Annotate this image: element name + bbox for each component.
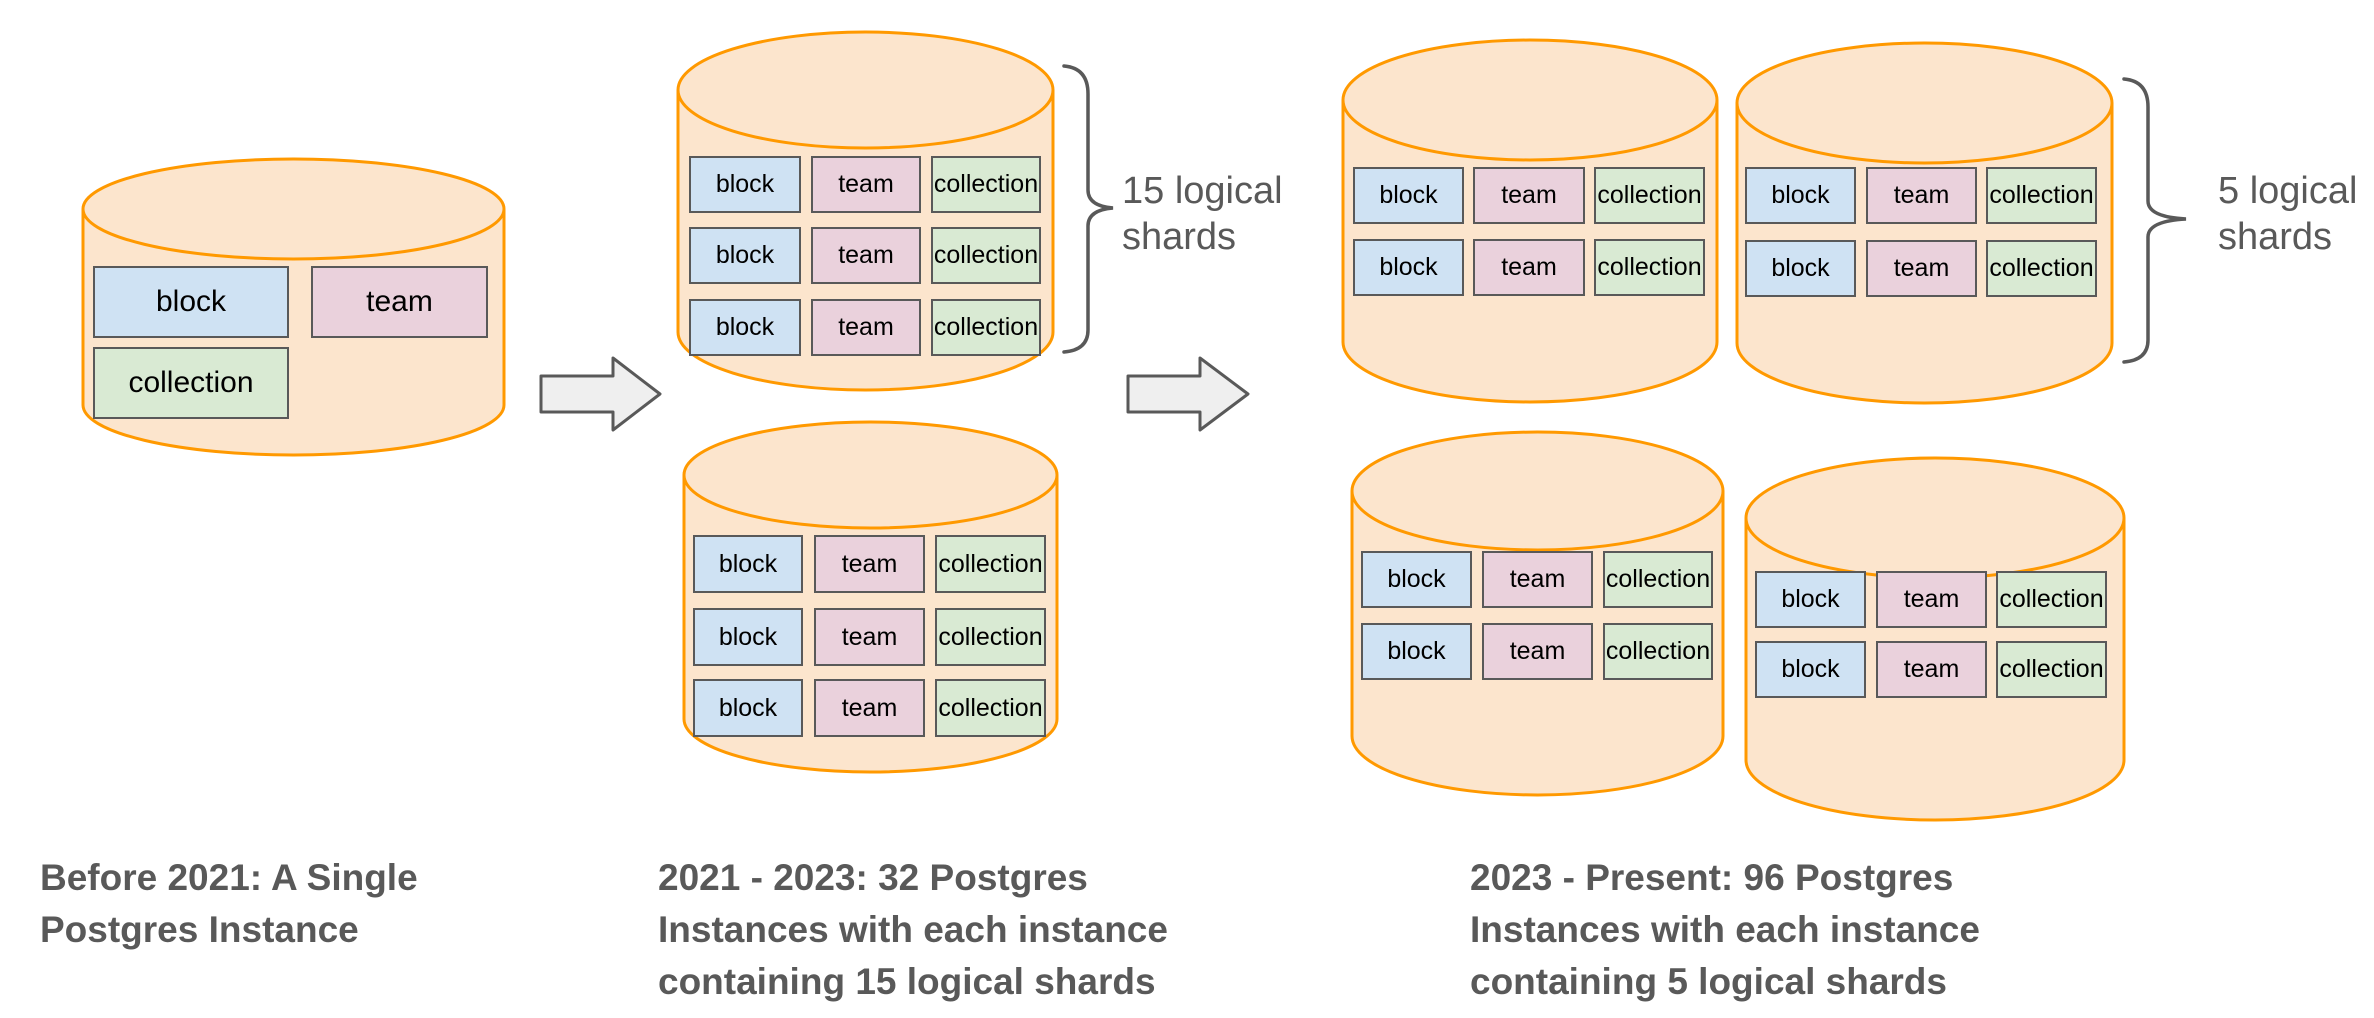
stage-caption-2021-2023: 2021 - 2023: 32 Postgres Instances with … <box>658 857 1168 1002</box>
shards-count-label: 5 logical shards <box>2218 170 2358 258</box>
shard-table-box-team: team <box>1482 623 1593 680</box>
shard-table-box-team: team <box>811 227 921 284</box>
stage-caption-2023-present: 2023 - Present: 96 Postgres Instances wi… <box>1470 857 1980 1002</box>
shard-table-box-team: team <box>1482 551 1593 608</box>
shard-table-box-block: block <box>693 679 803 737</box>
shard-table-box-block: block <box>1361 551 1472 608</box>
shard-table-box-team: team <box>1473 239 1585 296</box>
shard-table-box-collection: collection <box>1996 571 2107 628</box>
shard-table-box-collection: collection <box>931 299 1041 356</box>
shard-table-box-block: block <box>689 227 801 284</box>
shard-table-box-team: team <box>814 535 925 593</box>
shard-table-box-team: team <box>1866 167 1977 224</box>
transition-arrow-icon <box>539 356 662 432</box>
shard-table-box-block: block <box>1361 623 1472 680</box>
transition-arrow-icon <box>1126 356 1250 432</box>
shard-table-box-team: team <box>811 156 921 213</box>
shard-table-box-block: block <box>689 299 801 356</box>
shard-table-box-block: block <box>1755 571 1866 628</box>
shard-table-box-team: team <box>311 266 488 338</box>
shard-table-box-collection: collection <box>935 608 1046 666</box>
shard-table-box-team: team <box>811 299 921 356</box>
shard-table-box-team: team <box>814 679 925 737</box>
shard-table-box-block: block <box>693 535 803 593</box>
shards-count-label: 15 logical shards <box>1122 170 1283 258</box>
shard-table-box-collection: collection <box>931 227 1041 284</box>
shard-table-box-collection: collection <box>1594 239 1705 296</box>
shard-table-box-block: block <box>1755 641 1866 698</box>
shards-brace <box>1062 64 1114 354</box>
shard-table-box-block: block <box>93 266 289 338</box>
shard-table-box-block: block <box>689 156 801 213</box>
shard-table-box-team: team <box>1876 571 1987 628</box>
shard-table-box-team: team <box>1876 641 1987 698</box>
shard-table-box-block: block <box>1353 167 1464 224</box>
shard-table-box-collection: collection <box>1603 551 1713 608</box>
shard-table-box-block: block <box>1353 239 1464 296</box>
shard-table-box-collection: collection <box>1986 167 2097 224</box>
shard-table-box-team: team <box>1473 167 1585 224</box>
shard-table-box-collection: collection <box>1996 641 2107 698</box>
shard-table-box-collection: collection <box>931 156 1041 213</box>
shard-table-box-collection: collection <box>1603 623 1713 680</box>
shard-table-box-collection: collection <box>1594 167 1705 224</box>
shard-table-box-block: block <box>1745 167 1856 224</box>
shard-table-box-collection: collection <box>935 535 1046 593</box>
shard-table-box-collection: collection <box>1986 240 2097 297</box>
shard-table-box-block: block <box>1745 240 1856 297</box>
postgres-instance-cylinder <box>1350 430 1725 797</box>
shard-table-box-collection: collection <box>935 679 1046 737</box>
shard-table-box-block: block <box>693 608 803 666</box>
postgres-instance-cylinder <box>1744 456 2126 822</box>
stage-caption-before-2021: Before 2021: A Single Postgres Instance <box>40 857 418 950</box>
shard-table-box-collection: collection <box>93 347 289 419</box>
shard-table-box-team: team <box>814 608 925 666</box>
shards-brace <box>2122 77 2187 364</box>
shard-table-box-team: team <box>1866 240 1977 297</box>
